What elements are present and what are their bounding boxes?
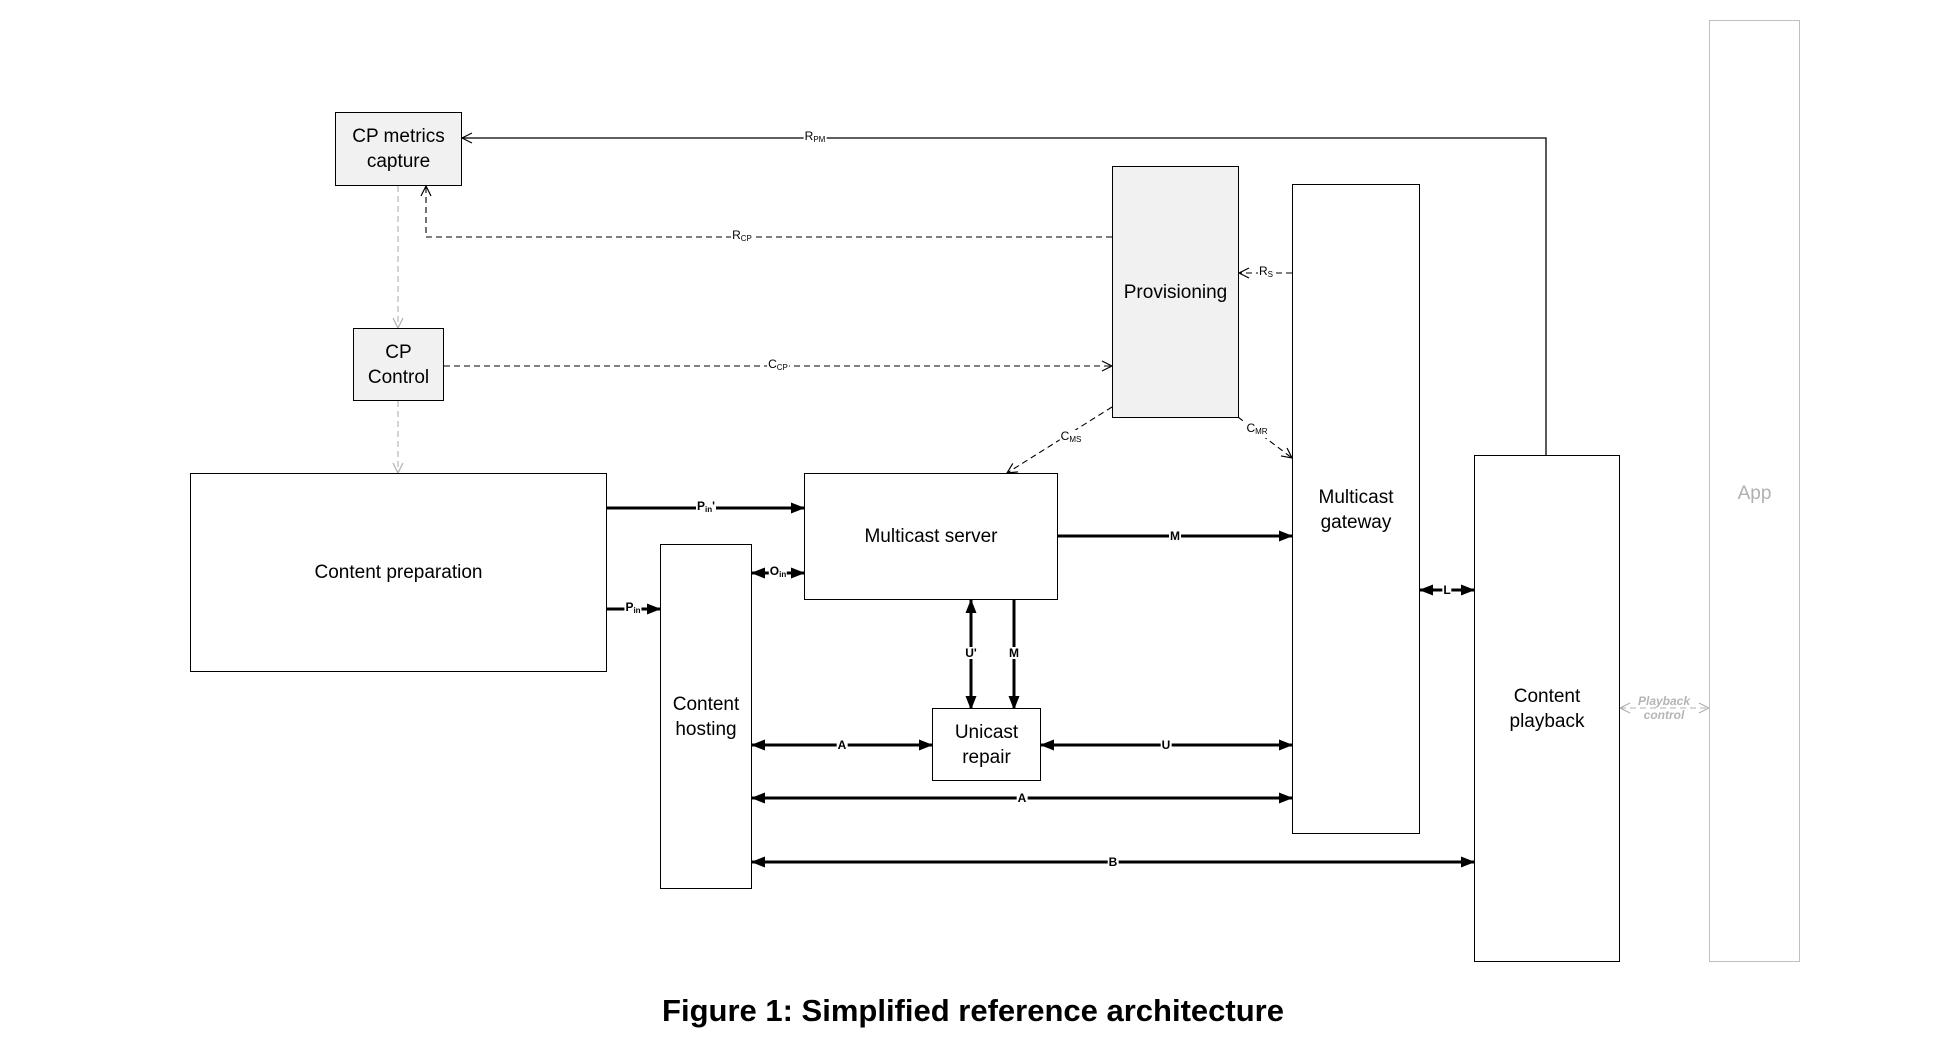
pin-prime-label: Pin' bbox=[696, 499, 716, 516]
m-repair-label: M bbox=[1008, 646, 1020, 660]
rcp-label: RCP bbox=[731, 228, 753, 245]
playback-control-label: Playback control bbox=[1637, 694, 1691, 722]
cms-line bbox=[1007, 406, 1113, 473]
a-gateway-label: A bbox=[1016, 791, 1028, 805]
provisioning-box: Provisioning bbox=[1112, 166, 1239, 418]
cms-label: CMS bbox=[1059, 429, 1083, 446]
unicast-repair-box: Unicast repair bbox=[932, 708, 1041, 781]
figure-caption: Figure 1: Simplified reference architect… bbox=[662, 993, 1284, 1028]
content-playback-box: Content playback bbox=[1474, 455, 1620, 962]
u-prime-label: U' bbox=[964, 646, 978, 660]
rcp-line bbox=[426, 186, 1112, 238]
content-preparation-box: Content preparation bbox=[190, 473, 607, 672]
rs-label: RS bbox=[1257, 264, 1275, 281]
l-label: L bbox=[1442, 583, 1452, 597]
m-main-label: M bbox=[1169, 529, 1181, 543]
cp-metrics-capture-box: CP metrics capture bbox=[335, 112, 462, 186]
pin-label: Pin bbox=[624, 600, 642, 617]
cp-control-box: CP Control bbox=[353, 328, 444, 401]
multicast-gateway-box: Multicast gateway bbox=[1292, 184, 1420, 834]
app-box: App bbox=[1709, 20, 1800, 962]
content-hosting-box: Content hosting bbox=[660, 544, 752, 889]
rpm-label: RPM bbox=[803, 129, 827, 146]
multicast-server-box: Multicast server bbox=[804, 473, 1058, 600]
oin-label: Oin bbox=[768, 564, 788, 581]
a-repair-label: A bbox=[836, 738, 848, 752]
b-label: B bbox=[1107, 855, 1119, 869]
cmr-label: CMR bbox=[1245, 421, 1269, 438]
ccp-label: CCP bbox=[767, 357, 789, 374]
u-repair-label: U bbox=[1160, 738, 1172, 752]
